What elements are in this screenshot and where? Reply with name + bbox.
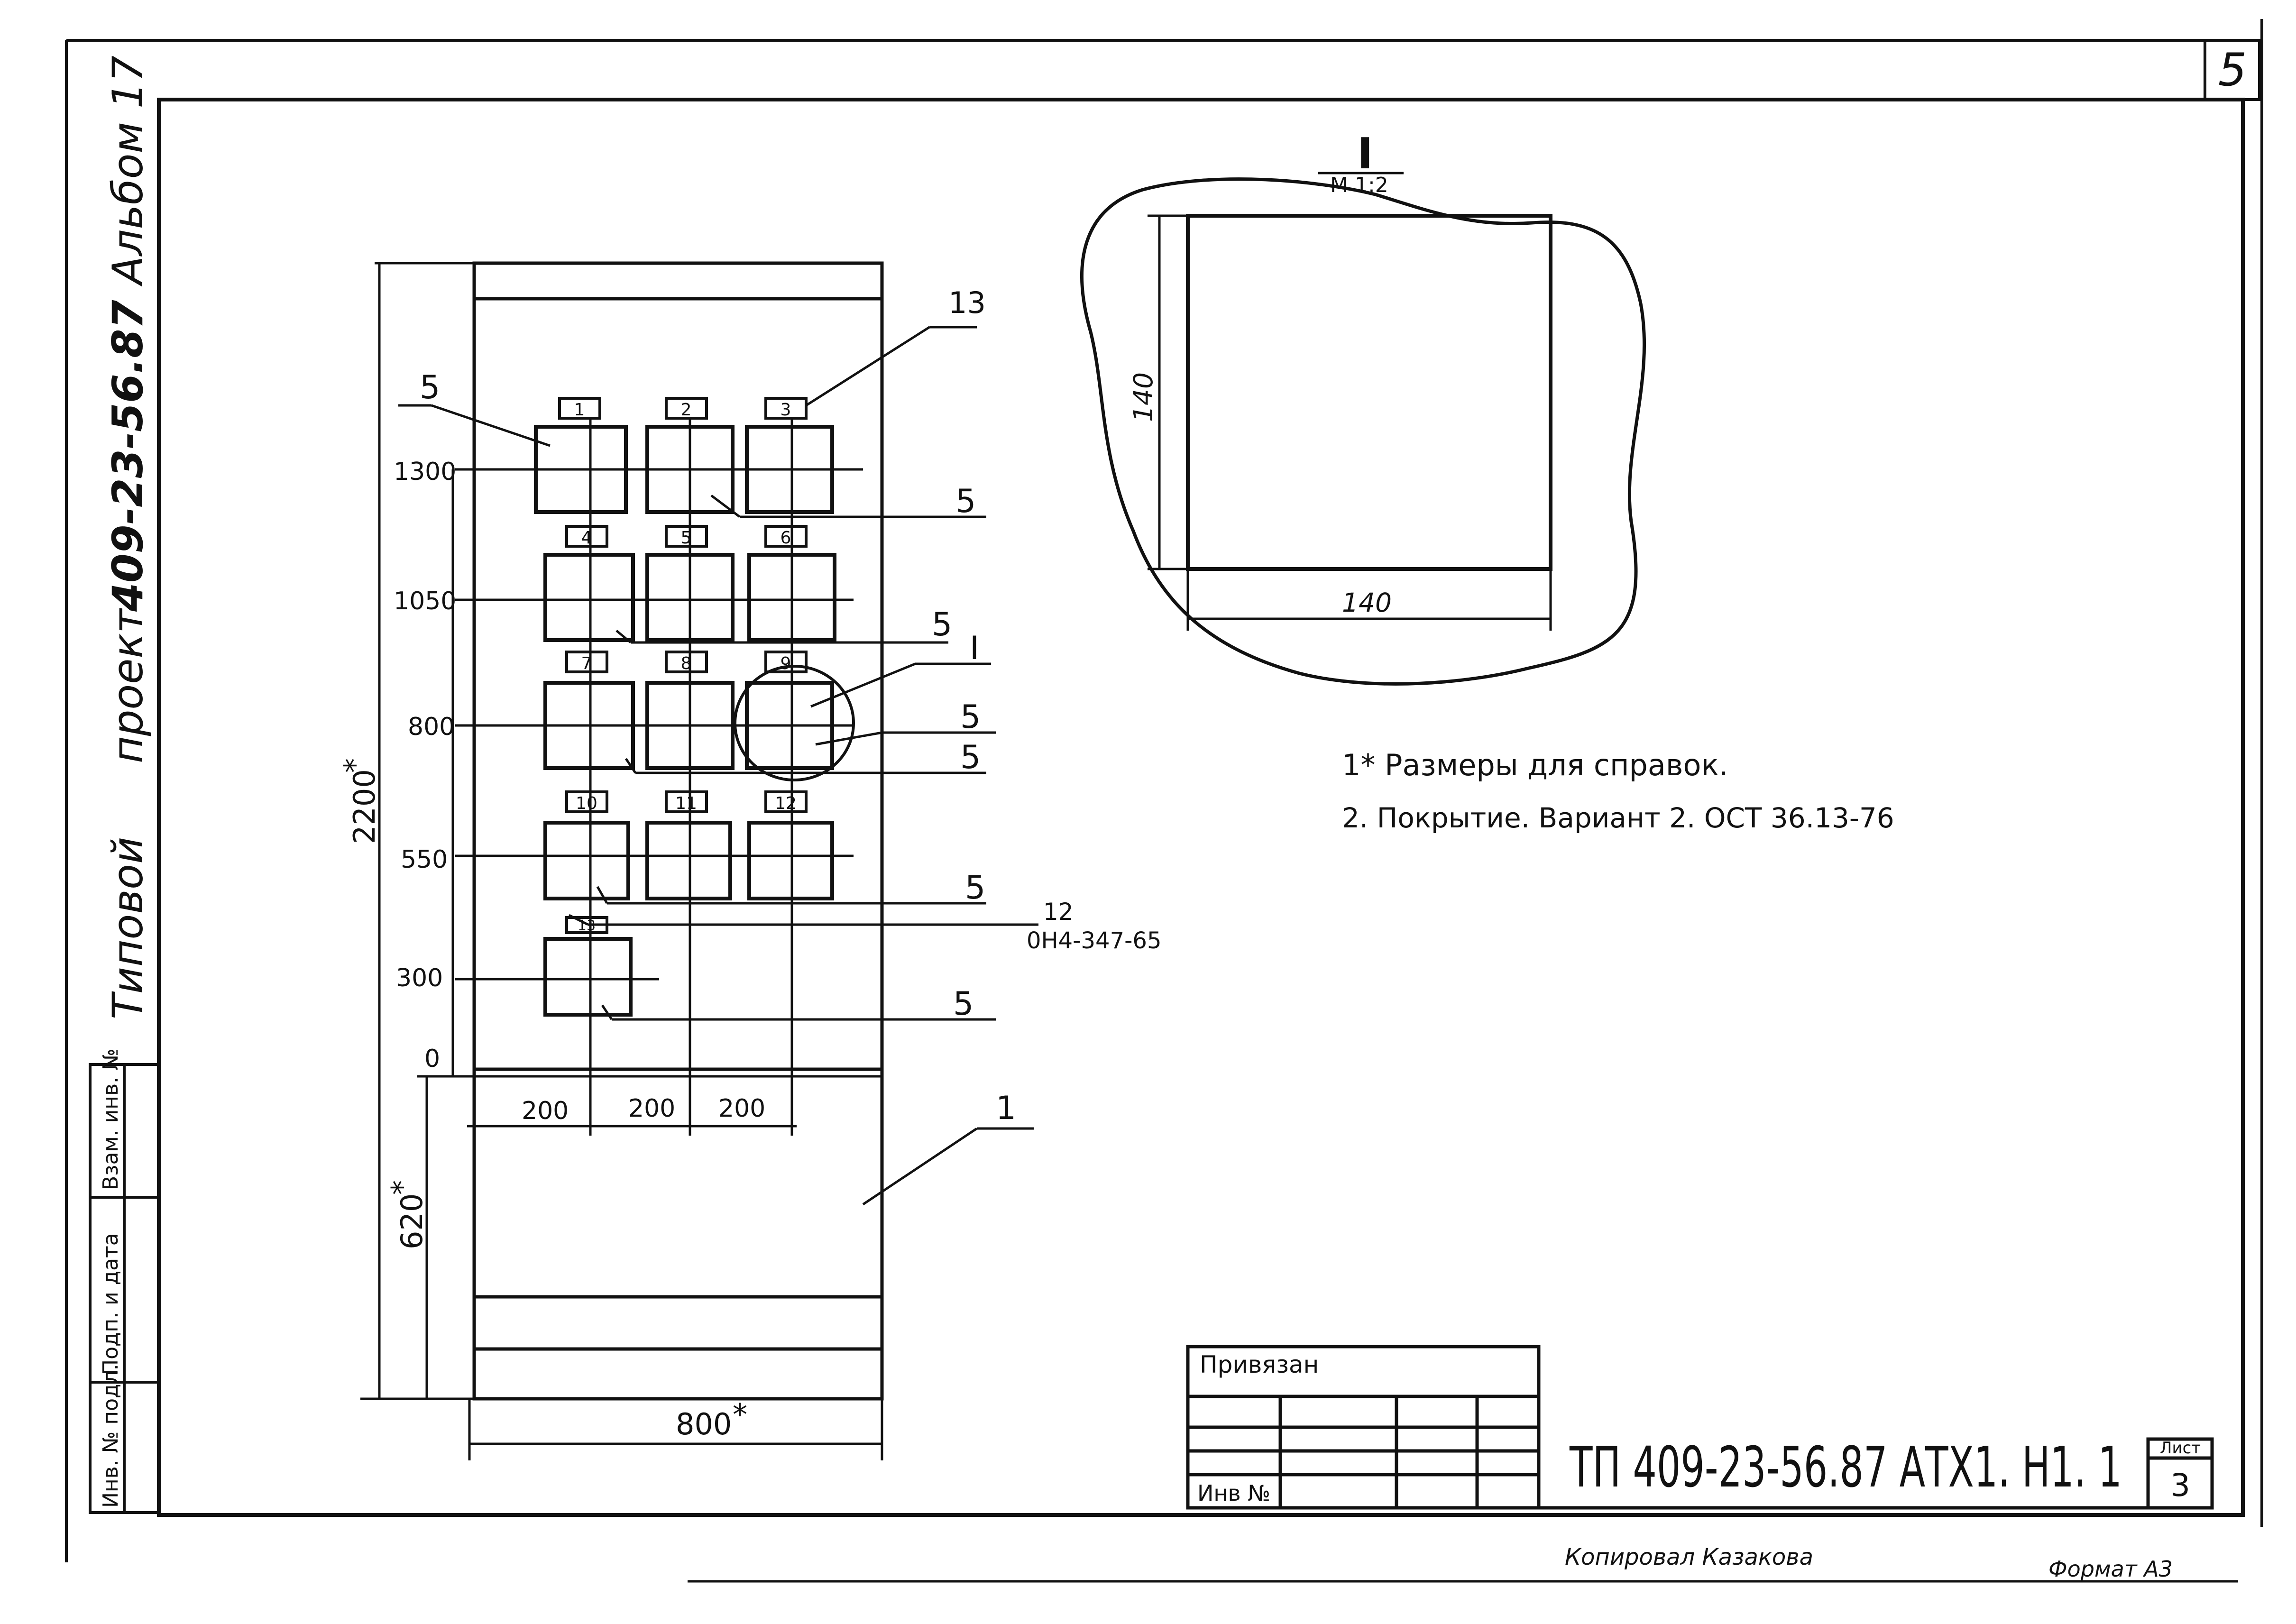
cell-6	[747, 553, 836, 642]
leader-lines	[398, 326, 1038, 1206]
dim-bottom-value: 620	[395, 1193, 429, 1249]
cell-tag-1: 1	[574, 400, 585, 420]
callout-5-row1: 5	[955, 483, 976, 520]
callout-12-standard: 0Н4-347-65	[1027, 927, 1162, 954]
cell-2	[645, 425, 735, 514]
dim-spacing-3: 200	[718, 1094, 765, 1123]
cell-5	[645, 553, 735, 642]
dim-spacing-1: 200	[522, 1097, 569, 1125]
cell-tag-2: 2	[681, 400, 692, 420]
callout-12: 12	[1043, 898, 1074, 926]
title-block-doc-code: ТП 409-23-56.87 АТХ1. Н1. 1	[1569, 1434, 2122, 1500]
note-1: 1* Размеры для справок.	[1342, 748, 1728, 782]
footer-copied-by: Копировал Казакова	[1565, 1544, 1813, 1570]
page-number: 5	[2218, 44, 2247, 96]
level-550: 550	[401, 845, 448, 874]
detail-dim-vertical: 140	[1128, 372, 1158, 422]
callout-5-top-left: 5	[420, 369, 440, 406]
side-stamp: Типовой проект 409-23-56.87 Альбом 17	[103, 55, 152, 1019]
note-2: 2. Покрытие. Вариант 2. ОСТ 36.13-76	[1342, 802, 1894, 834]
detail-dim-horizontal: 140	[1342, 587, 1392, 618]
cell-tag-12: 12	[775, 794, 797, 813]
side-stamp-album: Альбом 17	[103, 55, 152, 287]
level-0: 0	[424, 1045, 440, 1073]
cell-tag-5: 5	[681, 528, 692, 548]
footer-format: Формат А3	[2048, 1556, 2173, 1582]
detail-scale: М 1:2	[1330, 173, 1388, 197]
cell-tag-3: 3	[781, 400, 791, 420]
cell-tag-4: 4	[581, 528, 592, 548]
cell-9	[745, 681, 834, 770]
dim-spacing-2: 200	[628, 1094, 675, 1123]
cell-10	[543, 821, 630, 900]
callout-5-bottom: 5	[953, 985, 974, 1023]
side-stamp-project: проект	[103, 607, 152, 763]
side-stamp-typical: Типовой	[103, 837, 152, 1019]
detail-mark: I	[1357, 129, 1373, 179]
cell-4	[543, 553, 635, 642]
cell-tag-6: 6	[781, 528, 791, 548]
cell-tags	[558, 397, 808, 934]
title-block-grid	[1186, 1345, 2214, 1510]
callout-5-row4: 5	[965, 869, 985, 907]
cell-7	[543, 681, 635, 770]
side-stamp-code: 409-23-56.87	[103, 300, 152, 612]
detail-square	[1186, 214, 1552, 571]
title-block-sheet-label: Лист	[2160, 1439, 2201, 1458]
cell-11	[645, 821, 732, 900]
dim-bottom-620: 620 *	[385, 1180, 429, 1249]
level-1300: 1300	[394, 458, 456, 486]
cell-tag-10: 10	[576, 794, 597, 813]
dim-height-star: *	[338, 758, 372, 773]
callout-1: 1	[996, 1090, 1016, 1127]
title-block-attached: Привязан	[1200, 1351, 1319, 1378]
dim-height-2200: 2200 *	[338, 758, 382, 844]
cell-tag-11: 11	[675, 794, 697, 813]
detail-dimension-lines	[1148, 214, 1552, 631]
level-300: 300	[396, 964, 443, 992]
panel-outline	[472, 261, 884, 1401]
level-800: 800	[408, 713, 455, 741]
side-table-replace-inv: Взам. инв. №	[99, 1048, 123, 1190]
callout-5-row3b: 5	[960, 739, 981, 776]
instrument-cells	[534, 425, 836, 1017]
level-1050: 1050	[394, 587, 456, 615]
cell-tag-8: 8	[681, 654, 692, 673]
side-approval-table	[89, 1063, 160, 1514]
cell-8	[645, 681, 735, 770]
cell-tag-9: 9	[781, 654, 791, 673]
side-table-sign-date: Подп. и дата	[99, 1233, 123, 1375]
cell-1	[534, 425, 628, 514]
title-block-inv-no: Инв №	[1197, 1480, 1270, 1506]
callout-5-row3a: 5	[960, 698, 981, 736]
side-table-inv-orig: Инв. № подл.	[99, 1364, 123, 1508]
cell-12	[747, 821, 834, 900]
dim-width-star: *	[733, 1397, 747, 1432]
callout-5-row2: 5	[932, 606, 952, 643]
detail-circle	[734, 665, 855, 781]
sheet-border	[65, 19, 2263, 1583]
panel-dimension-lines	[360, 262, 883, 1460]
dim-bottom-star: *	[385, 1180, 420, 1195]
title-block-sheet-number: 3	[2170, 1467, 2190, 1504]
panel-top-label-13: 13	[948, 285, 986, 320]
level-lines	[455, 468, 863, 981]
cell-13	[543, 937, 633, 1017]
callout-I: I	[970, 630, 979, 667]
cell-tag-7: 7	[581, 654, 592, 673]
cell-3	[745, 425, 834, 514]
dim-height-value: 2200	[347, 769, 382, 844]
dim-width-value: 800	[676, 1407, 732, 1441]
